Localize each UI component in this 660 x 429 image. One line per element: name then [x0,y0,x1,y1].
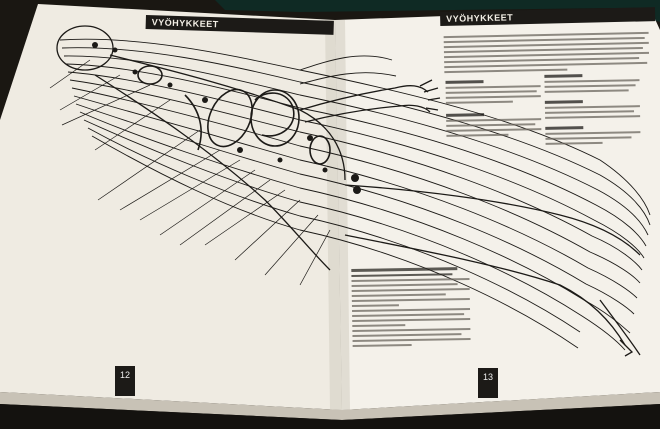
left-page [0,4,342,410]
right-page-number: 13 [478,368,498,398]
left-header-text: VYÖHYKKEET [146,17,219,29]
right-page-number-text: 13 [483,372,493,382]
left-page-number-text: 12 [120,370,130,380]
right-page-caption [351,267,470,350]
right-page-column-1 [445,79,541,140]
right-page-intro-text [444,32,650,76]
right-page-column-2 [544,73,640,148]
left-page-number: 12 [115,366,135,396]
right-header-text: VYÖHYKKEET [440,12,513,24]
